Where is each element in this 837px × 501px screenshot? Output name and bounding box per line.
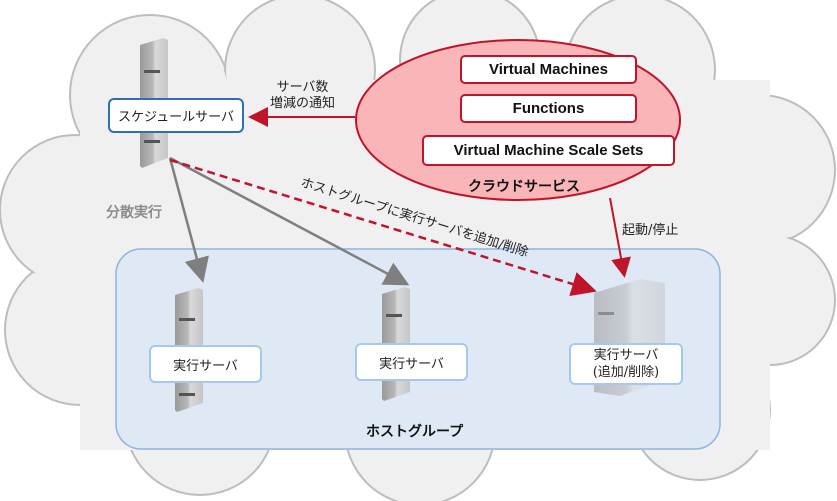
service-virtual-machines[interactable]: Virtual Machines xyxy=(460,55,637,84)
notify-line2: 増減の通知 xyxy=(270,96,336,111)
service-label: Functions xyxy=(512,100,585,117)
distribute-arrow-1 xyxy=(168,157,209,283)
scheduler-label: スケジュールサーバ xyxy=(118,110,234,125)
exec-server-label: 実行サーバ xyxy=(379,356,444,372)
exec-server-box-3[interactable]: 実行サーバ (追加/削除) xyxy=(569,343,683,385)
distribute-arrow-2 xyxy=(169,156,410,286)
exec-server-sub: (追加/削除) xyxy=(592,365,660,380)
exec-server-box-2[interactable]: 実行サーバ xyxy=(355,343,468,381)
exec-server-box-1[interactable]: 実行サーバ xyxy=(149,345,262,383)
service-vmss[interactable]: Virtual Machine Scale Sets xyxy=(422,135,675,166)
scheduler-server-box[interactable]: スケジュールサーバ xyxy=(108,98,244,133)
host-group-label: ホストグループ xyxy=(366,424,464,440)
exec-server-label: 実行サーバ xyxy=(173,358,238,374)
distributed-label: 分散実行 xyxy=(106,205,162,221)
cloud-service-title: クラウドサービス xyxy=(468,179,580,195)
exec-server-label: 実行サーバ xyxy=(593,348,659,363)
start-stop-arrow xyxy=(609,197,631,278)
notify-line1: サーバ数 xyxy=(276,80,329,95)
service-label: Virtual Machine Scale Sets xyxy=(453,142,644,159)
service-label: Virtual Machines xyxy=(489,61,608,78)
notify-label: サーバ数 増減の通知 xyxy=(270,80,335,112)
add-remove-arrow xyxy=(169,158,597,297)
service-functions[interactable]: Functions xyxy=(460,94,637,123)
start-stop-label: 起動/停止 xyxy=(622,223,679,238)
